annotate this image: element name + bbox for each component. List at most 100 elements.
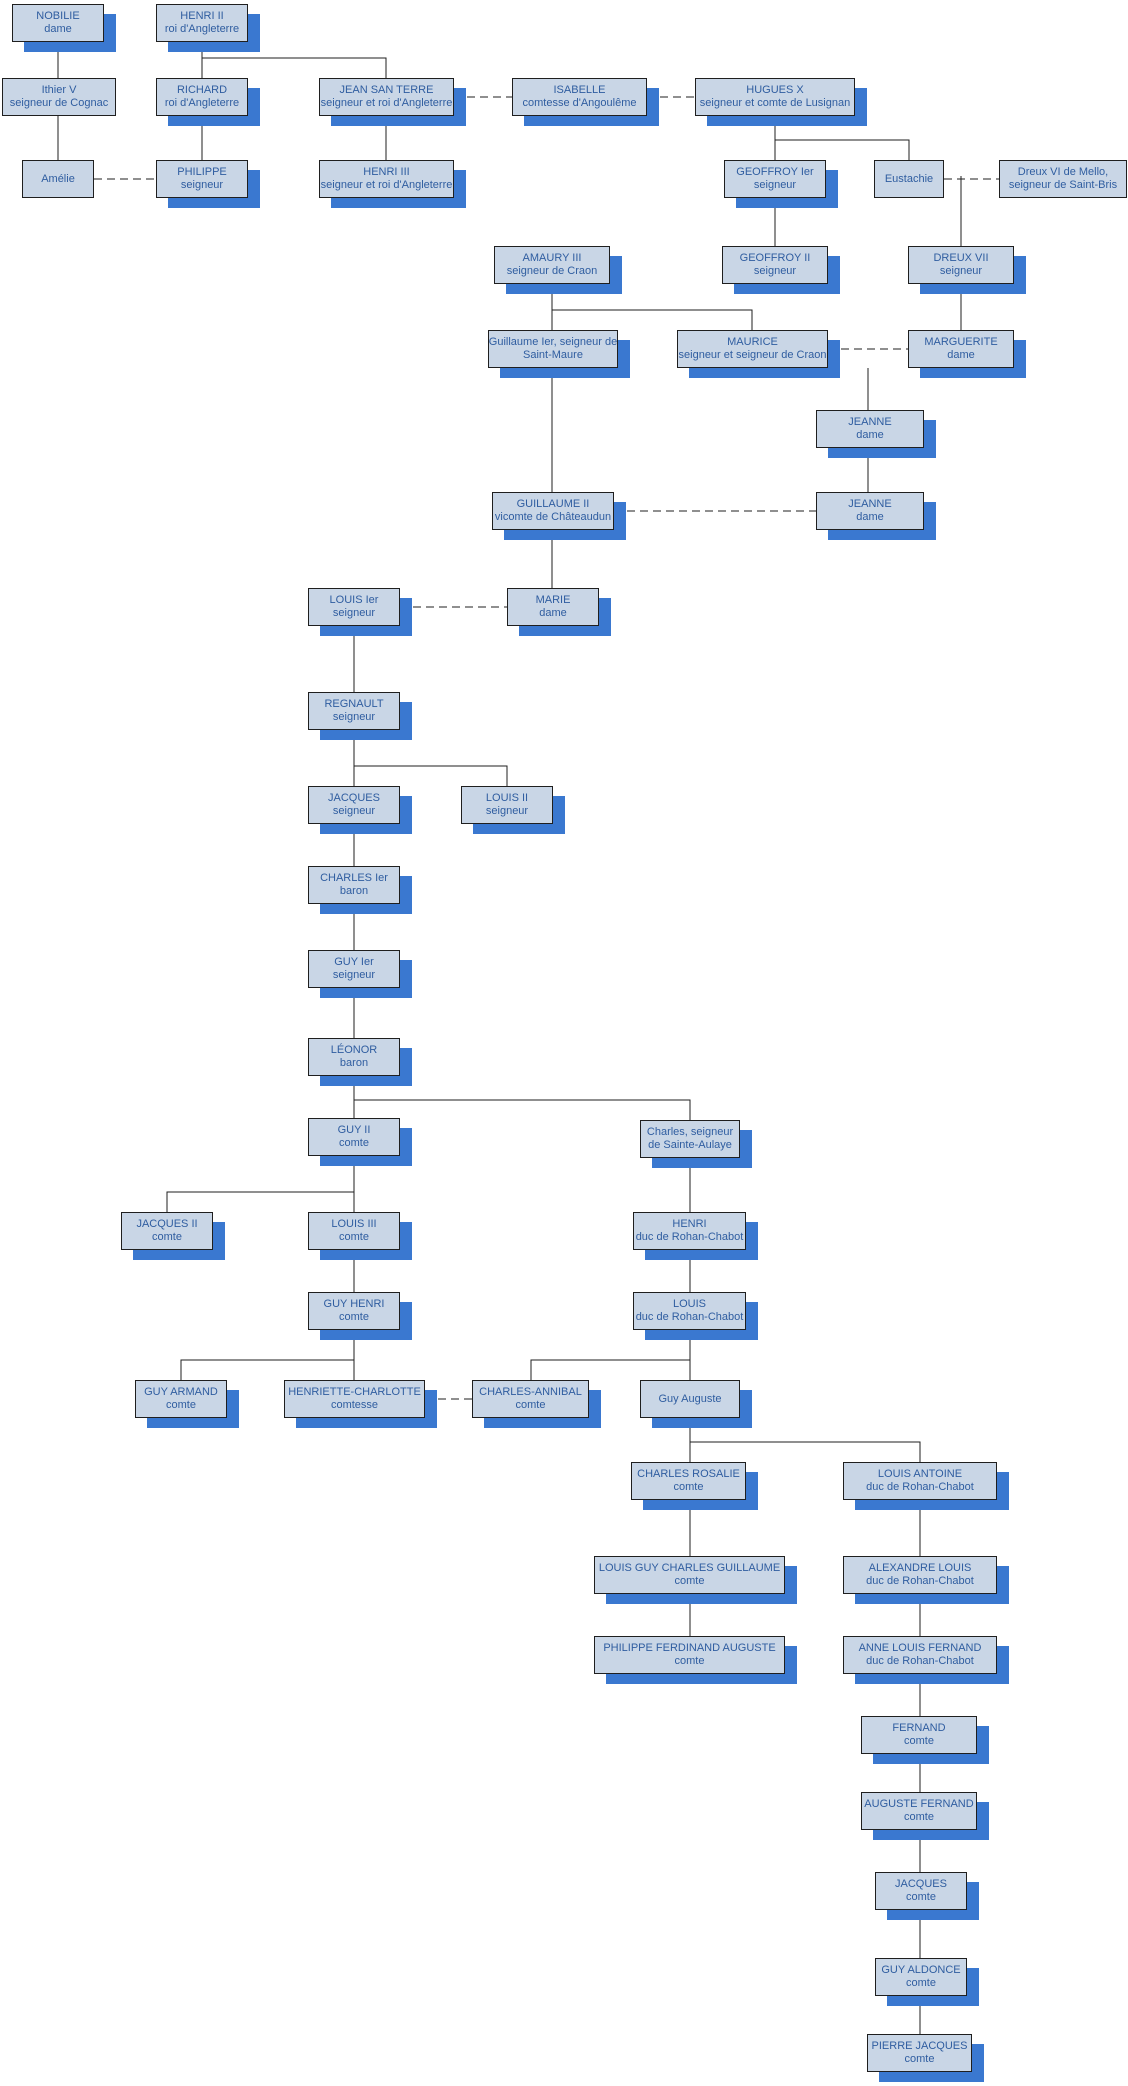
- person-box-amelie[interactable]: Amélie: [22, 160, 94, 198]
- person-name: FERNAND: [892, 1722, 946, 1734]
- person-title: seigneur et roi d'Angleterre: [320, 179, 453, 191]
- person-name: PIERRE JACQUES: [871, 2040, 968, 2052]
- person-name: HENRI II: [180, 10, 224, 22]
- person-name: LOUIS: [672, 1298, 706, 1310]
- person-title: dame: [856, 511, 884, 523]
- person-name: JACQUES: [895, 1878, 947, 1890]
- person-box-guyauguste[interactable]: Guy Auguste: [640, 1380, 740, 1418]
- person-box-dreux6[interactable]: Dreux VI de Mello,seigneur de Saint-Bris: [999, 160, 1127, 198]
- person-name: HUGUES X: [746, 84, 804, 96]
- person-title: duc de Rohan-Chabot: [866, 1655, 974, 1667]
- person-box-eustachie[interactable]: Eustachie: [874, 160, 944, 198]
- person-title: comte: [674, 1575, 705, 1587]
- person-title: seigneur et comte de Lusignan: [699, 97, 851, 109]
- person-name: GUY ARMAND: [144, 1386, 218, 1398]
- person-title: comte: [904, 1735, 934, 1747]
- person-name: GUILLAUME II: [516, 498, 590, 510]
- person-name: Charles, seigneur: [646, 1126, 734, 1138]
- person-name: JEANNE: [848, 416, 892, 428]
- person-name: REGNAULT: [324, 698, 384, 710]
- person-name: LOUIS ANTOINE: [877, 1468, 963, 1480]
- person-name: Amélie: [41, 172, 75, 185]
- person-title: comte: [673, 1481, 704, 1493]
- person-name: HENRI III: [363, 166, 410, 178]
- person-title: comte: [339, 1311, 369, 1323]
- person-title: seigneur: [753, 265, 797, 277]
- person-title: seigneur: [939, 265, 983, 277]
- person-title: seigneur de Craon: [506, 265, 598, 277]
- person-name: GEOFFROY II: [739, 252, 811, 264]
- person-name: Eustachie: [884, 172, 934, 185]
- person-name: CHARLES ROSALIE: [637, 1468, 740, 1480]
- person-title: comte: [904, 2053, 935, 2065]
- descent-line: [166, 1191, 354, 1212]
- person-name: GUY II: [337, 1124, 371, 1136]
- person-title: dame: [856, 429, 884, 441]
- person-title: comte: [339, 1137, 369, 1149]
- person-name: PHILIPPE FERDINAND AUGUSTE: [603, 1642, 776, 1654]
- person-title: comte: [674, 1655, 705, 1667]
- person-title: seigneur: [332, 607, 376, 619]
- person-name: PHILIPPE: [177, 166, 227, 178]
- person-name: CHARLES Ier: [320, 872, 388, 884]
- person-title: seigneur et roi d'Angleterre: [320, 97, 453, 109]
- descent-line: [202, 57, 387, 78]
- descent-line: [354, 1099, 691, 1120]
- person-title: seigneur de Cognac: [9, 97, 109, 109]
- person-title: duc de Rohan-Chabot: [635, 1311, 744, 1323]
- person-title: comte: [906, 1977, 936, 1989]
- person-name: ALEXANDRE LOUIS: [868, 1562, 972, 1574]
- person-name: NOBILIE: [36, 10, 80, 22]
